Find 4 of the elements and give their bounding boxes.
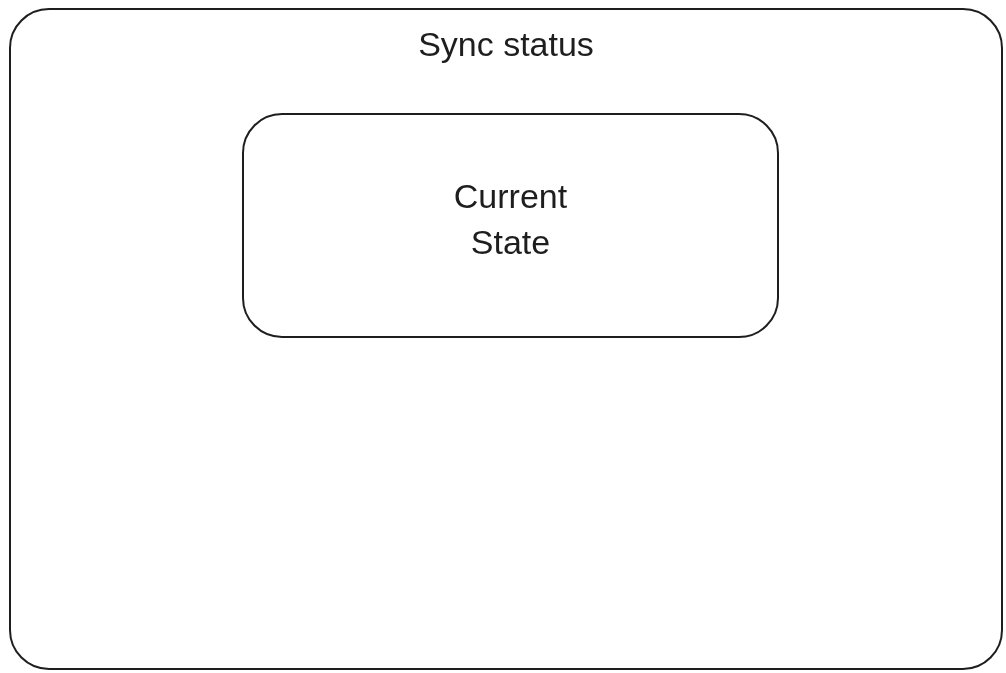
box-label: Current State xyxy=(452,176,569,263)
state-box xyxy=(242,113,779,338)
container-box xyxy=(9,8,1003,670)
container-heading: Sync status xyxy=(418,24,594,64)
